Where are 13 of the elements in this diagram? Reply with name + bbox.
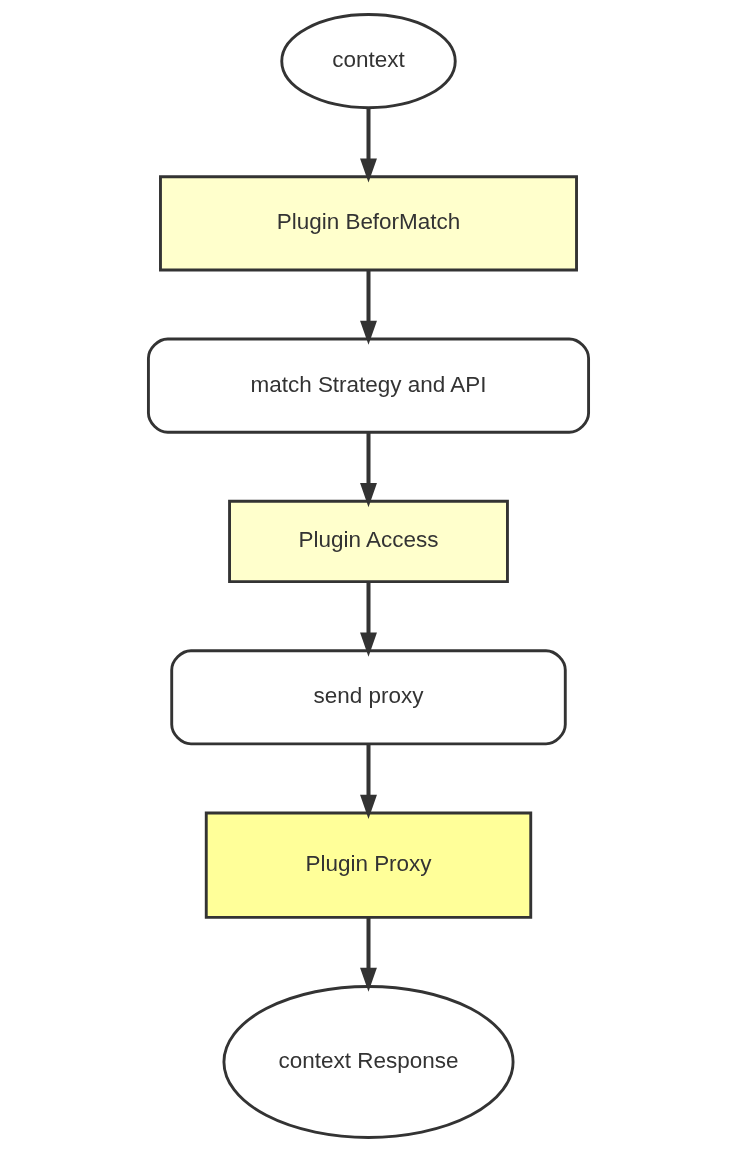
arrow bbox=[359, 270, 377, 345]
node-box: Plugin BeforMatch bbox=[158, 175, 578, 272]
arrow bbox=[359, 917, 377, 992]
arrow bbox=[359, 107, 377, 183]
node-box: Plugin Proxy bbox=[204, 811, 532, 919]
node-box: Plugin Access bbox=[227, 499, 509, 584]
arrow bbox=[359, 743, 377, 819]
arrow bbox=[359, 582, 377, 657]
node-box: send proxy bbox=[169, 649, 567, 746]
node-ellipse: context bbox=[279, 13, 457, 110]
arrow bbox=[359, 432, 377, 508]
node-box: match Strategy and API bbox=[146, 337, 590, 434]
node-ellipse: context Response bbox=[222, 985, 514, 1139]
